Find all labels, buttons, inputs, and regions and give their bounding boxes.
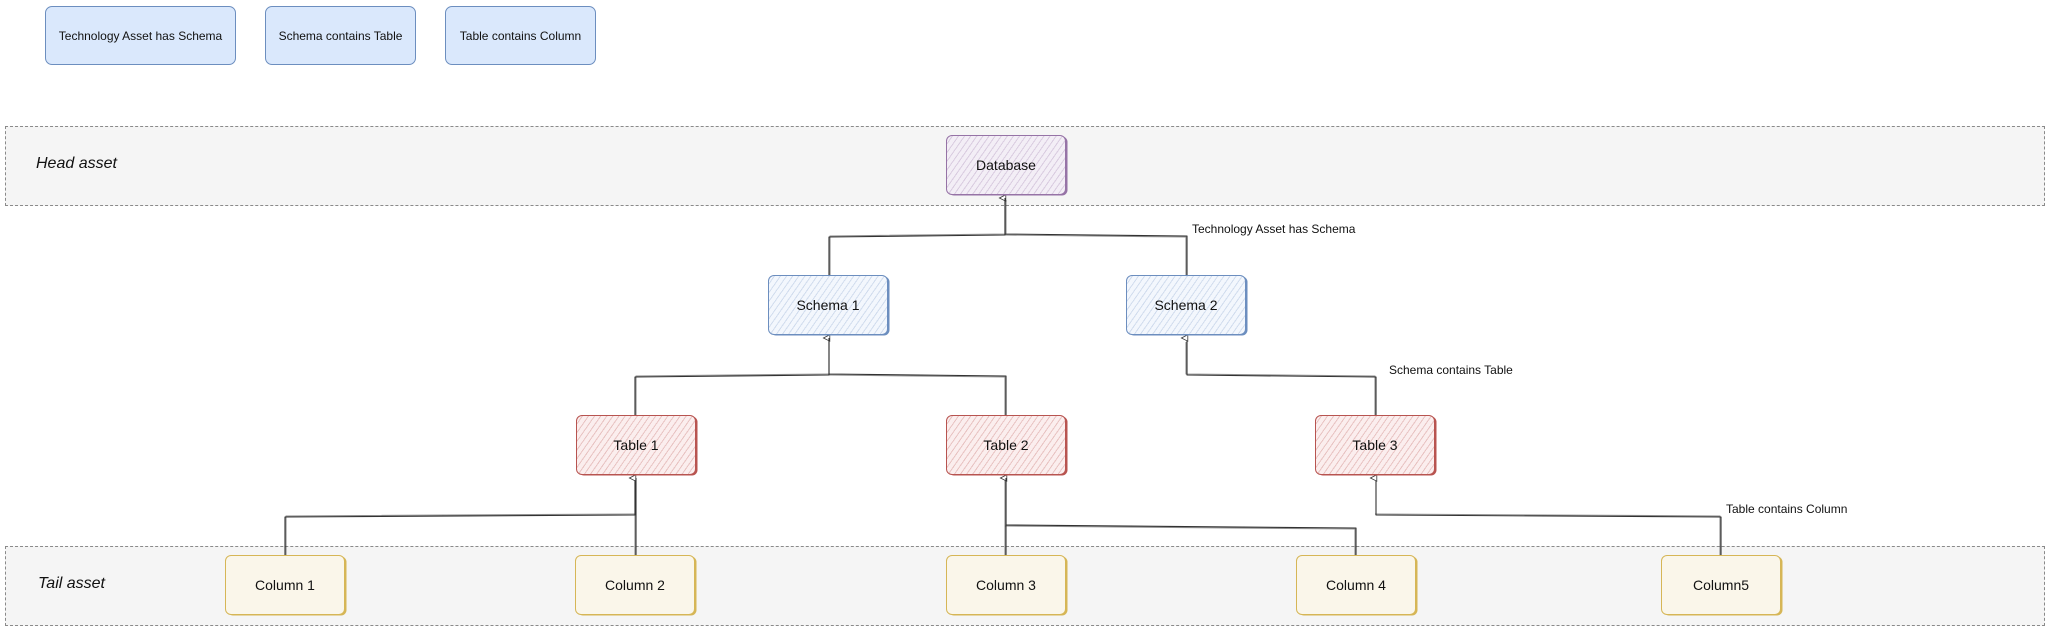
head-asset-label: Head asset (36, 155, 117, 172)
node-label: Column5 (1692, 577, 1750, 593)
edge-label-contains-table: Schema contains Table (1389, 363, 1513, 377)
node-column-1[interactable]: Column 1 (225, 555, 345, 615)
legend-label: Technology Asset has Schema (58, 28, 223, 43)
node-table-1[interactable]: Table 1 (576, 415, 696, 475)
node-label: Table 1 (613, 437, 659, 453)
edge-schema1-database (828, 198, 1005, 275)
edge-label-contains-column: Table contains Column (1726, 502, 1848, 516)
legend-schema-contains-table: Schema contains Table (265, 6, 416, 65)
edge-schema2-database (1004, 198, 1188, 275)
node-database[interactable]: Database (946, 135, 1066, 195)
legend-label: Schema contains Table (278, 28, 403, 43)
legend-technology-asset-has-schema: Technology Asset has Schema (45, 6, 236, 65)
node-label: Schema 1 (796, 297, 860, 313)
node-label: Schema 2 (1154, 297, 1218, 313)
node-label: Column 4 (1326, 577, 1386, 593)
node-label: Table 2 (983, 437, 1029, 453)
node-column-4[interactable]: Column 4 (1296, 555, 1416, 615)
edge-table1-schema1 (634, 338, 829, 415)
node-table-3[interactable]: Table 3 (1315, 415, 1435, 475)
edge-table2-schema1 (828, 338, 1007, 415)
legend-label: Table contains Column (459, 28, 582, 43)
node-table-2[interactable]: Table 2 (946, 415, 1066, 475)
node-label: Column 2 (605, 577, 665, 593)
edge-table3-schema2 (1187, 338, 1377, 415)
edge-column1-table1 (284, 478, 635, 555)
node-label: Table 3 (1352, 437, 1398, 453)
node-column-5[interactable]: Column5 (1661, 555, 1781, 615)
tail-asset-label: Tail asset (38, 575, 105, 592)
node-column-3[interactable]: Column 3 (946, 555, 1066, 615)
node-schema-1[interactable]: Schema 1 (768, 275, 888, 335)
edge-label-has-schema: Technology Asset has Schema (1192, 222, 1356, 236)
edge-column5-table3 (1376, 478, 1722, 555)
node-label: Column 1 (255, 577, 315, 593)
node-column-2[interactable]: Column 2 (575, 555, 695, 615)
edge-column4-table2 (1005, 478, 1357, 555)
node-label: Database (976, 157, 1036, 173)
node-label: Column 3 (976, 577, 1036, 593)
node-schema-2[interactable]: Schema 2 (1126, 275, 1246, 335)
legend-table-contains-column: Table contains Column (445, 6, 596, 65)
